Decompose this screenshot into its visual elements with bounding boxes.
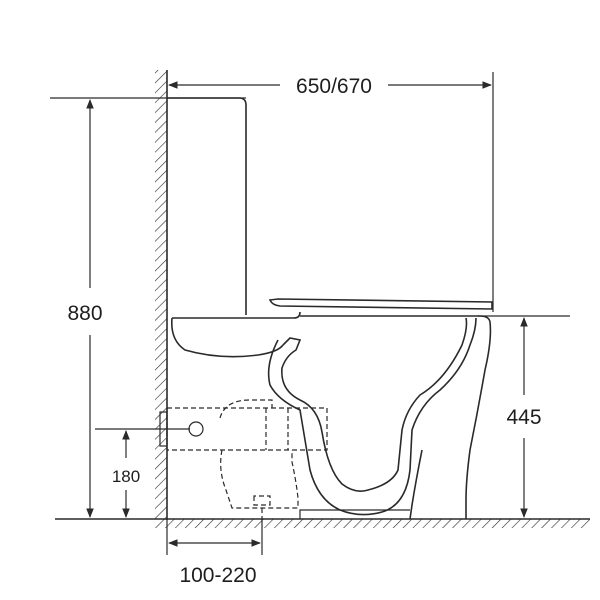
dimension-outlet-height: 180 [95,428,190,518]
floor-flange [253,495,271,506]
dimension-width: 650/670 [168,72,494,312]
cistern [167,97,247,315]
width-label: 650/670 [296,75,372,98]
seat-height-label: 445 [506,406,541,429]
base-profile [409,449,423,520]
base-foot [299,509,410,519]
horizontal-connector [166,407,328,451]
pipe-upper [219,399,273,419]
bowl-front [465,321,492,519]
pipe-lower [220,449,299,509]
trapway-outer [267,317,477,516]
trapway-inner [281,317,468,492]
outlet-hole [188,421,204,437]
dimension-seat-height: 445 [478,315,570,518]
bowl-rim-top [300,315,491,323]
floor-hatching [155,519,590,528]
wall-hatching [155,70,167,520]
height-label: 880 [67,302,102,325]
wall-distance-label: 100-220 [179,564,256,587]
floor [55,518,590,528]
outlet-height-label: 180 [112,467,140,486]
bowl-rear-curve [170,317,284,358]
toilet-outline [167,97,493,520]
dimension-height: 880 [50,97,246,518]
dimension-wall-distance: 100-220 [166,519,263,587]
wall [155,70,168,520]
pipe-sleeve [265,408,289,450]
seat-lid [268,298,493,310]
bowl-rim-left [172,311,301,319]
